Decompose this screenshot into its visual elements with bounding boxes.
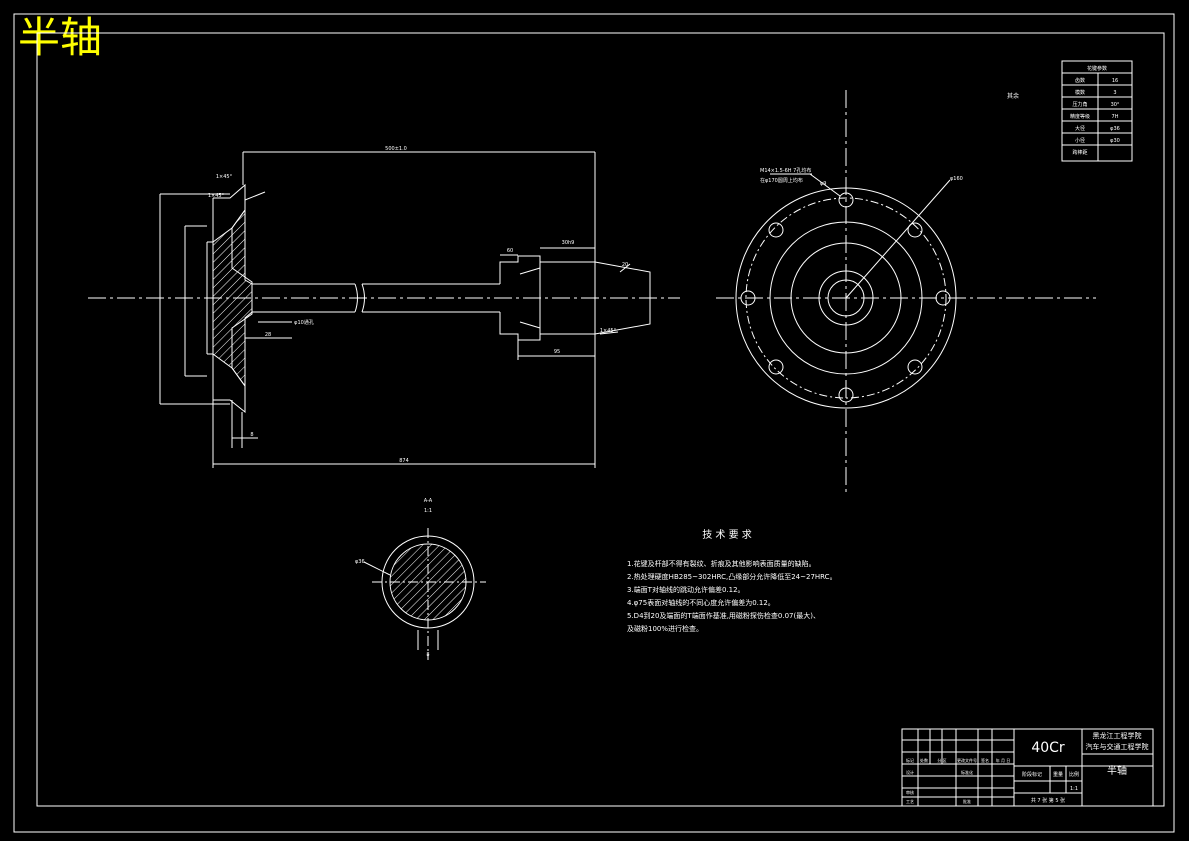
label-weight: 重量 bbox=[1053, 771, 1063, 778]
label-design: 设计 bbox=[906, 769, 914, 775]
spline-row-label: 跨棒距 bbox=[1072, 149, 1087, 156]
title-school-2: 汽车与交通工程学院 bbox=[1086, 742, 1149, 751]
spline-table-header: 花键参数 bbox=[1087, 65, 1107, 72]
dim-chamfer-top: 1×45° bbox=[216, 174, 233, 180]
dim-end-chamfer: 1×45° bbox=[600, 328, 617, 334]
bolt-callout-line2: 在φ170圆周上均布 bbox=[760, 177, 803, 184]
tech-item: 2.热处理硬度HB285~302HRC,凸缘部分允许降低至24~27HRC。 bbox=[627, 572, 837, 581]
section-dim: φ36 bbox=[355, 559, 365, 565]
section-scale: 1:1 bbox=[424, 508, 432, 514]
dim-spline-len: 95 bbox=[554, 349, 560, 355]
spline-row-label: 小径 bbox=[1075, 137, 1085, 144]
spline-table-rows: 齿数 16 模数 3 压力角 30° 精度等级 7H 大径 φ36 小径 φ30 跨棒距 bbox=[1070, 77, 1120, 156]
tech-item: 1.花键及杆部不得有裂纹、折痕及其他影响表面质量的缺陷。 bbox=[627, 559, 816, 568]
dim-chamfer-flange: 1×45° bbox=[208, 193, 225, 199]
title-block bbox=[901, 728, 1154, 807]
label-mark: 标记 bbox=[906, 757, 914, 763]
title-sheet-info: 共 7 张 第 5 张 bbox=[1031, 797, 1065, 804]
label-date: 年 月 日 bbox=[996, 757, 1011, 763]
label-review: 审核 bbox=[906, 789, 914, 795]
dim-pcd: φ160 bbox=[950, 176, 963, 182]
label-zone: 分 区 bbox=[937, 757, 946, 763]
dim-spline-sub: 60 bbox=[507, 248, 513, 254]
drawing-title: 半轴 bbox=[18, 13, 103, 62]
label-approve: 批准 bbox=[963, 798, 971, 804]
title-scale: 1:1 bbox=[1070, 786, 1078, 792]
tech-title: 技 术 要 求 bbox=[702, 528, 752, 541]
spline-row-value: φ30 bbox=[1110, 138, 1120, 144]
label-count: 处数 bbox=[920, 757, 928, 763]
spline-row-label: 齿数 bbox=[1075, 77, 1085, 84]
label-ratio: 比例 bbox=[1069, 771, 1079, 778]
spline-row-value: 7H bbox=[1112, 114, 1119, 120]
dim-radius-hole: φ10通孔 bbox=[294, 319, 314, 326]
tech-item: 4.φ75表面对轴线的不同心度允许偏差为0.12。 bbox=[627, 598, 775, 607]
title-material: 40Cr bbox=[1031, 740, 1065, 756]
spline-row-label: 大径 bbox=[1075, 125, 1085, 132]
spline-table bbox=[1061, 60, 1133, 162]
dim-small-c: 20 bbox=[622, 262, 628, 268]
tech-item: 3.端面T对轴线的跳动允许偏差0.12。 bbox=[627, 585, 745, 594]
tech-items: 1.花键及杆部不得有裂纹、折痕及其他影响表面质量的缺陷。 2.热处理硬度HB285… bbox=[627, 559, 837, 633]
spline-row-value: 16 bbox=[1112, 78, 1118, 84]
section-label: A-A bbox=[424, 498, 433, 504]
label-process: 工艺 bbox=[906, 799, 914, 804]
dim-flange-to-spline: 500±1.0 bbox=[385, 146, 407, 152]
dim-small-b: 8 bbox=[250, 432, 253, 438]
title-school-1: 黑龙江工程学院 bbox=[1093, 731, 1142, 740]
surface-note: 其余 bbox=[1007, 92, 1019, 100]
title-part-name: 半轴 bbox=[1107, 764, 1127, 777]
shaft-side-view bbox=[88, 151, 680, 468]
bolt-callout-line1: M14×1.5-6H 7孔均布 bbox=[760, 167, 811, 174]
dim-bolt-dia: φ9 bbox=[820, 181, 826, 187]
spline-row-label: 模数 bbox=[1075, 89, 1085, 96]
tech-item: 5.D4到20及端面的T端面作基准,用磁粉探伤检查0.07(最大)、 bbox=[627, 611, 820, 620]
label-doc-no: 更改文件号 bbox=[957, 757, 977, 763]
section-key: 8 bbox=[426, 652, 429, 658]
spline-row-value: φ36 bbox=[1110, 126, 1120, 132]
label-standard: 标准化 bbox=[961, 769, 973, 775]
flange-front-view bbox=[716, 90, 1096, 495]
outer-frame bbox=[13, 13, 1175, 833]
spline-row-value: 3 bbox=[1113, 90, 1116, 96]
dim-overall-length: 874 bbox=[399, 458, 409, 464]
spline-row-value: 30° bbox=[1111, 102, 1120, 108]
section-view bbox=[363, 528, 486, 660]
inner-frame bbox=[36, 32, 1165, 807]
spline-row-label: 精度等级 bbox=[1070, 113, 1090, 120]
label-sign: 签名 bbox=[981, 757, 989, 763]
spline-row-label: 压力角 bbox=[1072, 101, 1087, 108]
tech-item: 及磁粉100%进行检查。 bbox=[627, 624, 703, 633]
dim-small-a: 28 bbox=[265, 332, 271, 338]
label-stage: 阶段标记 bbox=[1022, 771, 1042, 778]
dim-spline-label-top: 30h9 bbox=[562, 240, 575, 246]
